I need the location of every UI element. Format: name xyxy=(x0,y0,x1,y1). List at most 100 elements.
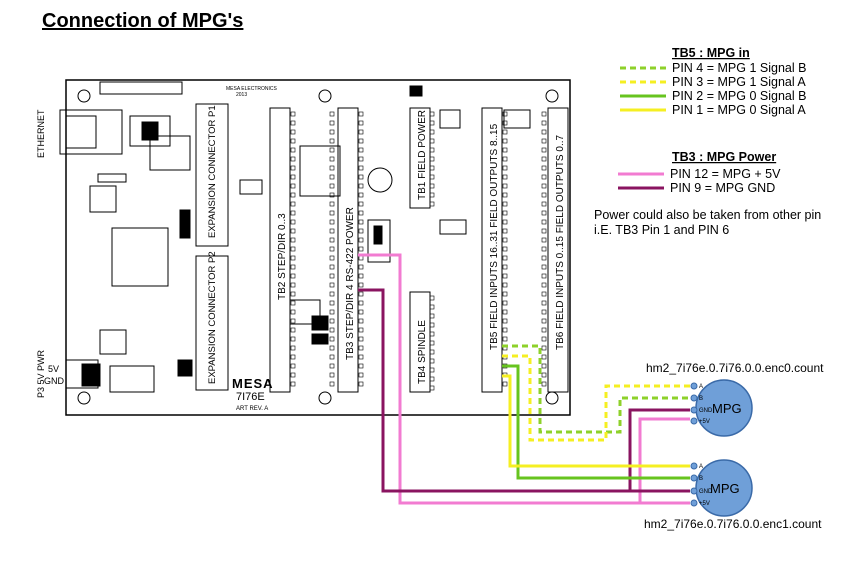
terminal-pin xyxy=(358,120,364,126)
terminal-pin xyxy=(429,358,435,364)
wire-pin9-gnd xyxy=(358,288,690,493)
terminal-pin xyxy=(358,381,364,387)
tb6-terminal xyxy=(547,107,569,393)
terminal-pin xyxy=(541,237,547,243)
legend-item: PIN 1 = MPG 0 Signal A xyxy=(672,103,806,117)
terminal-pin xyxy=(290,381,296,387)
tb1-label: TB1 FIELD POWER xyxy=(417,110,428,200)
terminal-pin xyxy=(429,183,435,189)
terminal-pin xyxy=(290,183,296,189)
rev-label: ART REV. A xyxy=(236,406,268,412)
terminal-pin xyxy=(329,345,335,351)
terminal-pin xyxy=(429,295,435,301)
ethernet-label: ETHERNET xyxy=(36,109,46,158)
terminal-pin xyxy=(358,147,364,153)
mpg-pins: A B GND +5V xyxy=(690,382,713,425)
terminal-pin xyxy=(290,174,296,180)
terminal-pin xyxy=(290,111,296,117)
terminal-pin xyxy=(502,318,508,324)
terminal-pin xyxy=(502,201,508,207)
terminal-pin xyxy=(329,264,335,270)
terminal-pin xyxy=(541,219,547,225)
legend-item: PIN 12 = MPG + 5V xyxy=(670,167,781,181)
year-label: 2013 xyxy=(236,92,247,98)
terminal-pin xyxy=(541,201,547,207)
terminal-pin xyxy=(502,237,508,243)
power-note-line1: Power could also be taken from other pin xyxy=(594,208,822,222)
terminal-pin xyxy=(358,282,364,288)
board-labels: ETHERNET EXPANSION CONNECTOR P1 EXPANSIO… xyxy=(36,86,566,412)
terminal-pin xyxy=(429,385,435,391)
terminal-pin xyxy=(290,273,296,279)
terminal-pin xyxy=(429,192,435,198)
legend-tb3-title: TB3 : MPG Power xyxy=(672,150,776,164)
mounting-hole xyxy=(77,89,91,103)
terminal-pin xyxy=(329,201,335,207)
terminal-pin xyxy=(541,120,547,126)
pin-b-label: B xyxy=(699,396,703,402)
terminal-pin xyxy=(329,183,335,189)
terminal-pin xyxy=(502,138,508,144)
terminal-pin xyxy=(329,165,335,171)
expansion-connector-p1 xyxy=(195,103,229,247)
terminal-pin xyxy=(541,291,547,297)
terminal-pin xyxy=(429,349,435,355)
expansion-p2-label: EXPANSION CONNECTOR P2 xyxy=(207,251,218,384)
terminal-pin xyxy=(541,300,547,306)
terminal-pin xyxy=(358,354,364,360)
terminal-pin xyxy=(502,300,508,306)
terminal-pin xyxy=(290,255,296,261)
terminal-pin xyxy=(429,376,435,382)
terminal-pin xyxy=(290,300,296,306)
terminal-pin xyxy=(290,138,296,144)
terminal-pin xyxy=(329,228,335,234)
terminal-pin xyxy=(429,322,435,328)
terminal-pin xyxy=(541,111,547,117)
terminal-pin xyxy=(329,273,335,279)
terminal-pin xyxy=(429,313,435,319)
terminal-pin xyxy=(541,156,547,162)
power-note: Power could also be taken from other pin… xyxy=(594,208,821,238)
terminal-pin xyxy=(429,138,435,144)
terminal-pin xyxy=(502,246,508,252)
power-label: P3 5V PWR xyxy=(36,349,46,398)
terminal-pin xyxy=(329,363,335,369)
terminal-pin xyxy=(290,336,296,342)
legend-tb3: TB3 : MPG Power PIN 12 = MPG + 5V PIN 9 … xyxy=(618,150,781,195)
terminal-pin xyxy=(290,318,296,324)
terminal-pin xyxy=(502,336,508,342)
terminal-pin xyxy=(329,255,335,261)
tb5-terminal xyxy=(481,107,503,393)
terminal-pin xyxy=(502,282,508,288)
terminal-pin xyxy=(358,183,364,189)
terminal-pin xyxy=(358,372,364,378)
terminal-pin xyxy=(429,174,435,180)
pin-5v-label: +5V xyxy=(699,501,710,507)
terminal-pin xyxy=(502,210,508,216)
pin-b-label: B xyxy=(699,476,703,482)
terminal-pin xyxy=(541,183,547,189)
terminal-pin xyxy=(541,372,547,378)
mpg-body xyxy=(695,459,753,517)
terminal-pin xyxy=(290,246,296,252)
mounting-hole xyxy=(545,89,559,103)
terminal-pin xyxy=(429,165,435,171)
tb2-terminal xyxy=(269,107,291,393)
terminal-pin xyxy=(502,255,508,261)
terminal-pin xyxy=(502,228,508,234)
mpg-encoder-1: MPG A B GND +5V xyxy=(690,459,753,517)
terminal-pin xyxy=(429,156,435,162)
terminal-pin xyxy=(502,120,508,126)
terminal-pin xyxy=(541,336,547,342)
expansion-p1-label: EXPANSION CONNECTOR P1 xyxy=(207,105,218,238)
terminal-pin xyxy=(290,228,296,234)
terminal-pin xyxy=(502,165,508,171)
terminal-pin xyxy=(502,147,508,153)
terminal-pin xyxy=(290,282,296,288)
terminal-pin xyxy=(502,291,508,297)
terminal-pin xyxy=(358,336,364,342)
mesa-7i76e-board xyxy=(59,79,571,416)
terminal-pin xyxy=(541,165,547,171)
enc1-count-label: hm2_7i76e.0.7i76.0.0.enc1.count xyxy=(644,517,822,531)
terminal-pin xyxy=(502,264,508,270)
